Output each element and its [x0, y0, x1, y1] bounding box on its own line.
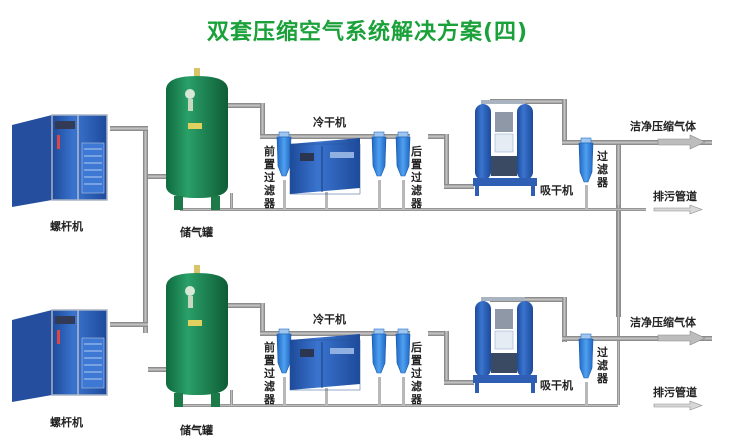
post-filter-a-bottom	[371, 328, 387, 374]
diagram-title: 双套压缩空气系统解决方案(四)	[206, 20, 529, 45]
screw-compressor-bottom	[11, 309, 108, 403]
clean-air-pipe-bottom	[562, 336, 712, 341]
adsorption-dryer-top	[472, 99, 538, 197]
screw-compressor-top	[11, 114, 108, 208]
drain-pipe-bottom	[180, 404, 618, 407]
refrigerated-dryer-top	[289, 137, 361, 195]
air-tank-bottom	[166, 265, 228, 407]
adsorption-dryer-bottom	[472, 296, 538, 394]
drain-arrow-top	[653, 204, 703, 215]
compressor-label-top: 螺杆机	[50, 220, 83, 233]
refrigerated-dryer-label-top: 冷干机	[313, 116, 346, 129]
post-filter-label-bottom: 后置过滤器	[411, 341, 422, 406]
drain-arrow-bottom	[653, 400, 703, 411]
outlet-label-bottom: 洁净压缩气体	[630, 316, 696, 329]
drain-label-bottom: 排污管道	[653, 386, 697, 399]
refrigerated-dryer-bottom	[289, 333, 361, 391]
outlet-label-top: 洁净压缩气体	[630, 120, 696, 133]
adsorption-dryer-label-top: 吸干机	[540, 184, 573, 197]
tank-label-bottom: 储气罐	[180, 424, 213, 437]
post-filter-label-top: 后置过滤器	[411, 145, 422, 210]
train-top	[11, 68, 712, 215]
drain-label-top: 排污管道	[653, 190, 697, 203]
train-bottom	[11, 265, 712, 411]
adsorption-dryer-label-bottom: 吸干机	[540, 379, 573, 392]
post-filter-a-top	[371, 131, 387, 177]
compressor-label-bottom: 螺杆机	[50, 416, 83, 429]
final-filter-label-top: 过滤器	[597, 150, 608, 189]
pre-filter-label-bottom: 前置过滤器	[264, 341, 275, 406]
pre-filter-top	[276, 131, 292, 177]
clean-air-arrow-top	[657, 134, 706, 150]
tank-label-top: 储气罐	[180, 226, 213, 239]
drain-pipe-top	[180, 208, 646, 211]
post-filter-b-top	[395, 131, 411, 177]
clean-air-arrow-bottom	[657, 330, 706, 346]
clean-air-pipe-top	[562, 140, 712, 145]
pre-filter-bottom	[276, 328, 292, 374]
final-filter-label-bottom: 过滤器	[597, 346, 608, 385]
final-filter-top	[578, 137, 594, 183]
air-tank-top	[166, 68, 228, 210]
pre-filter-label-top: 前置过滤器	[264, 145, 275, 210]
refrigerated-dryer-label-bottom: 冷干机	[313, 313, 346, 326]
post-filter-b-bottom	[395, 328, 411, 374]
compressor-header-pipe	[143, 128, 148, 333]
final-filter-bottom	[578, 333, 594, 379]
